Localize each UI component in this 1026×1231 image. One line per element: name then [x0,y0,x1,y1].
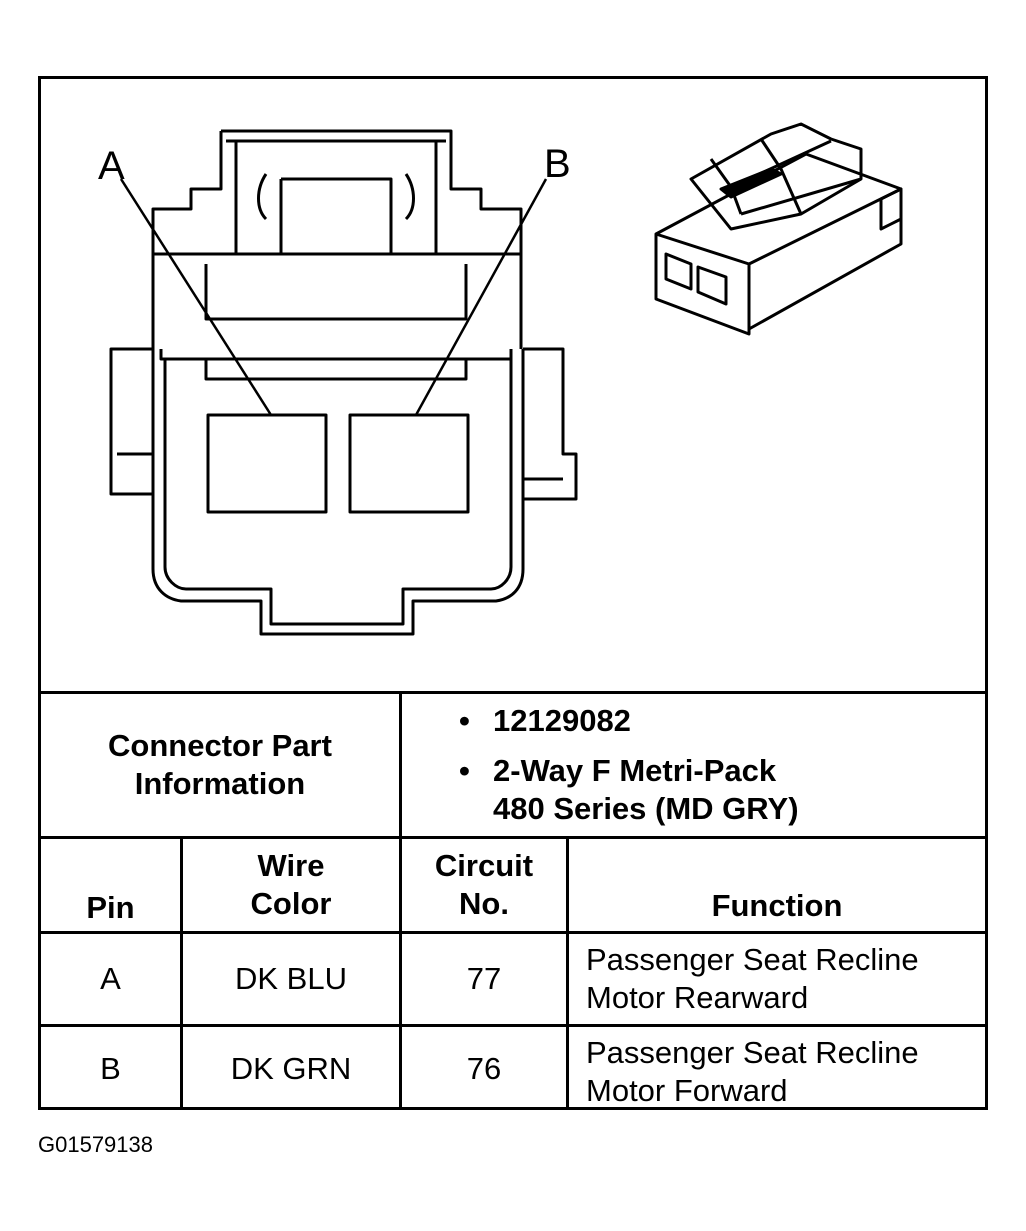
connector-drawing: A B [41,79,985,691]
divider-row-b-top [41,1024,985,1027]
row-a-circuit: 77 [466,961,502,996]
row-b-pin: B [100,1050,121,1086]
header-function: Function [711,888,843,923]
bullet-1: • [459,703,470,738]
bullet-2: • [459,753,470,788]
connector-desc-line2: 480 Series (MD GRY) [493,791,799,826]
header-circuit-no: Circuit No. [434,848,534,921]
header-wire-color: Wire Color [250,848,332,921]
row-b-circuit: 76 [466,1050,502,1086]
row-b-wire-color: DK GRN [230,1050,352,1086]
pin-b-label: B [544,142,571,186]
row-a-function-line1: Passenger Seat Recline [586,942,919,977]
header-pin: Pin [86,890,135,925]
divider-col-circuit [566,836,569,1110]
row-a-wire-color: DK BLU [235,961,347,996]
divider-col-pin [180,836,183,1110]
row-b-function-line1: Passenger Seat Recline [586,1035,919,1070]
info-label-line2: Information [134,766,306,801]
figure-id: G01579138 [38,1132,153,1157]
divider-header-top [41,836,985,839]
connector-part-info-label: Connector Part Information [41,694,399,836]
divider-info-top [41,691,985,694]
connector-desc-line1: 2-Way F Metri-Pack [493,753,777,788]
connector-face-diagram: A B [98,122,903,636]
info-label-line1: Connector Part [108,728,332,763]
row-a-pin: A [100,961,121,996]
divider-row-a-top [41,931,985,934]
divider-col-info [399,691,402,1110]
part-number: 12129082 [493,703,631,738]
row-a-function-line2: Motor Rearward [586,980,809,1015]
pin-a-label: A [98,144,125,188]
connector-frame: A B Connector Part [38,76,988,1110]
connector-3d-illustration [654,122,903,336]
row-b-function-line2: Motor Forward [586,1073,788,1108]
